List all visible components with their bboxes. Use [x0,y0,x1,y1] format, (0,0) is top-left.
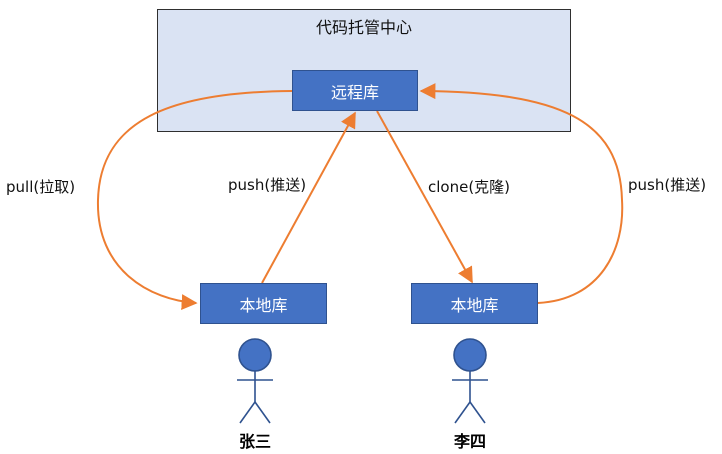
push-arrow-a [261,111,356,284]
clone-label: clone(克隆) [428,178,511,196]
clone-arrow [376,110,473,284]
remote-repository: 远程库 [292,70,418,111]
person-icon [452,338,488,424]
push-arrow-b [419,83,624,304]
pull-label: pull(拉取) [6,178,76,196]
push-label-a: push(推送) [228,176,307,194]
local-repository-a-label: 本地库 [239,295,288,315]
local-repository-b: 本地库 [411,283,538,324]
push-label-b: push(推送) [628,176,707,194]
local-repository-b-label: 本地库 [450,295,499,315]
code-hosting-center-title: 代码托管中心 [315,18,412,37]
pull-arrow [96,90,293,311]
user-a-name: 张三 [238,432,271,451]
remote-repository-label: 远程库 [330,82,379,102]
local-repository-a: 本地库 [200,283,327,324]
person-icon [237,338,273,424]
user-b-name: 李四 [453,432,486,451]
